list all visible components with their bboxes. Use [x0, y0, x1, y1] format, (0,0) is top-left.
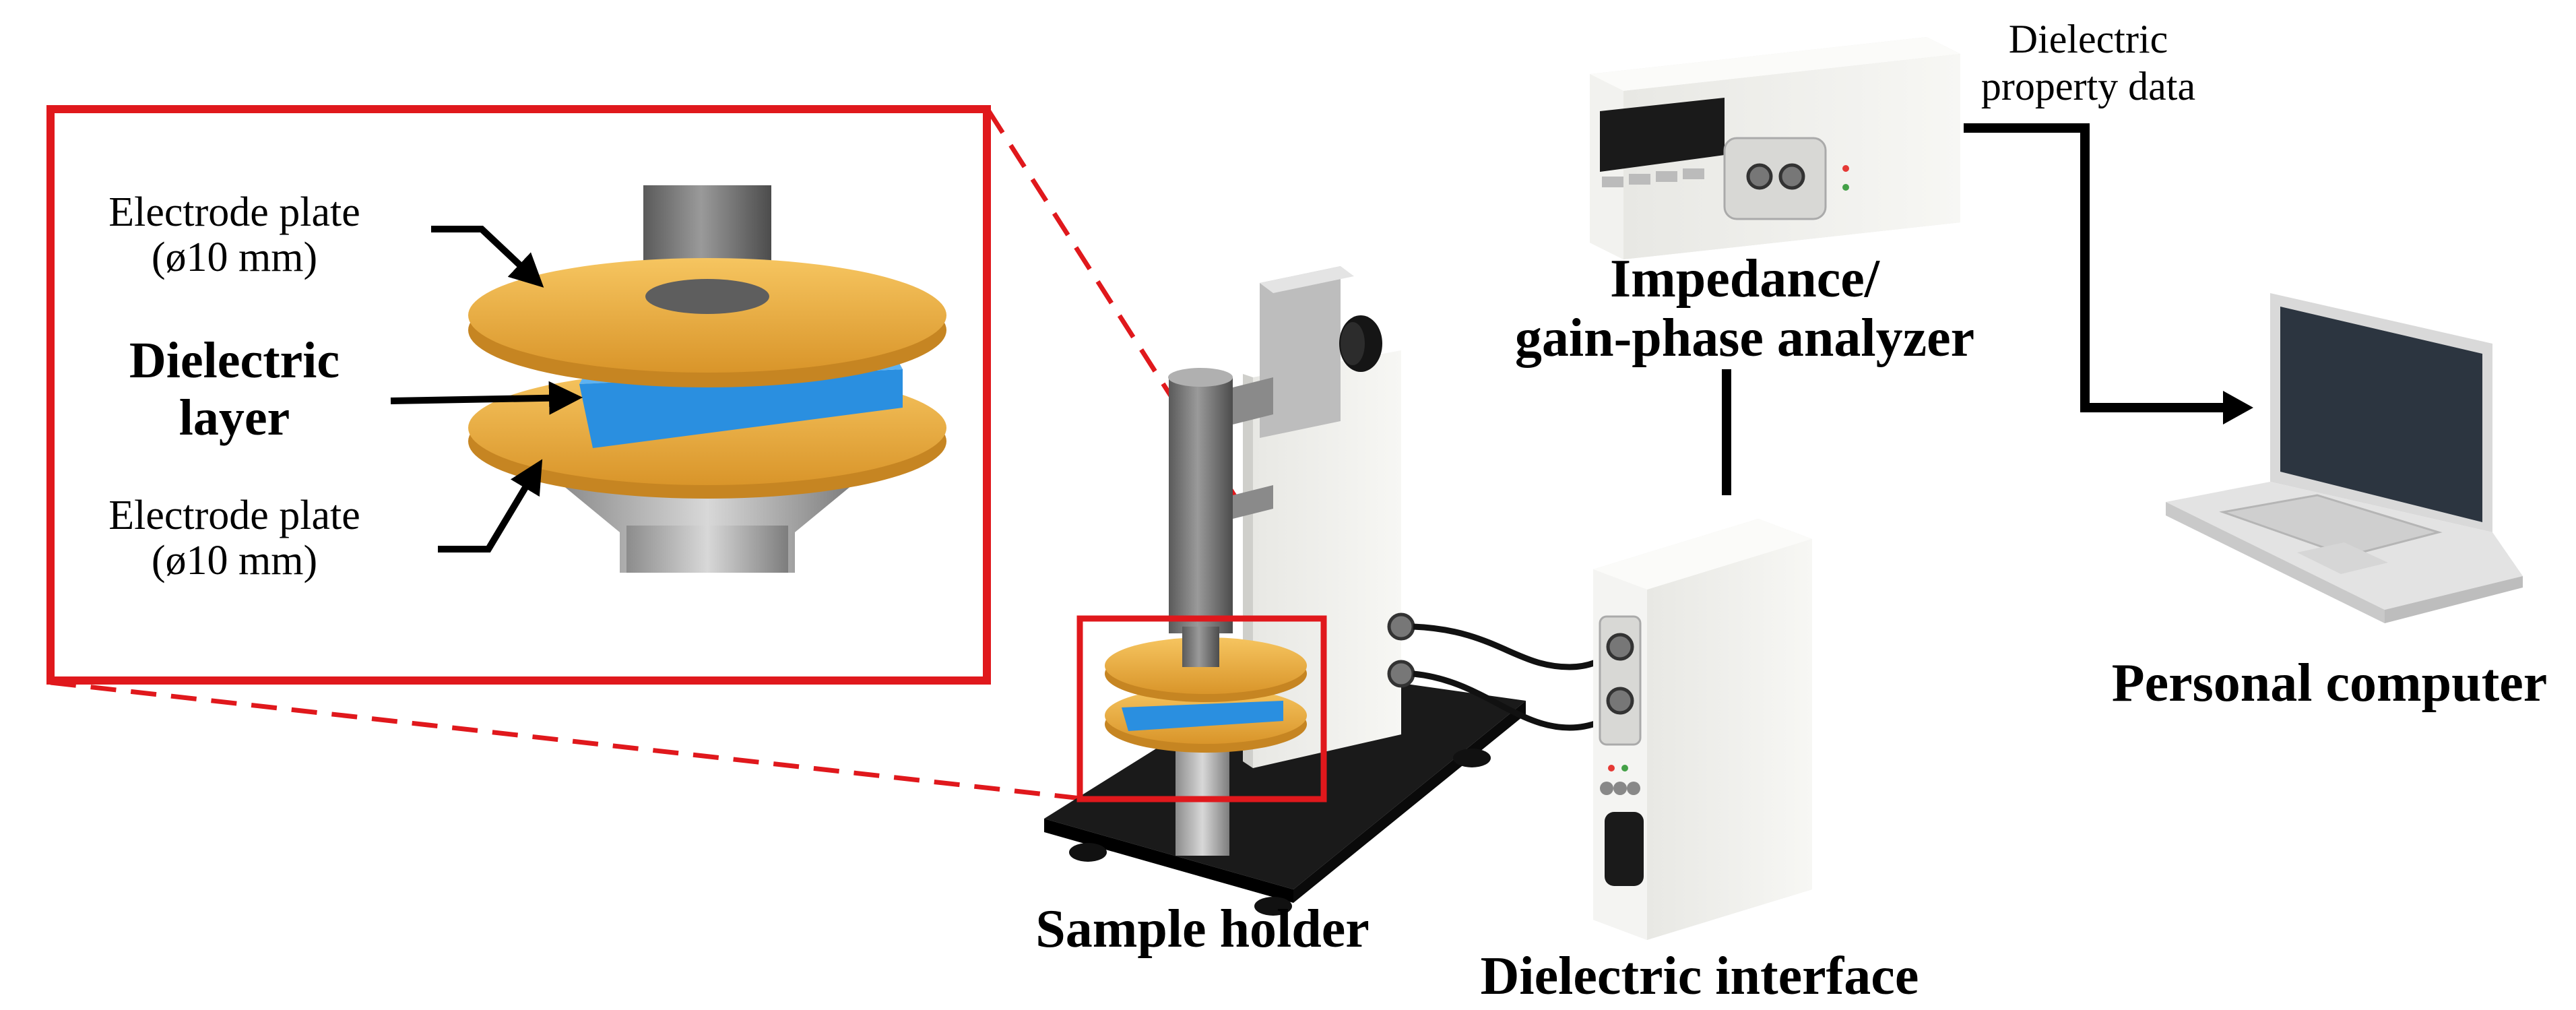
sample-holder-base [1044, 667, 1526, 889]
impedance-analyzer-illustration [1590, 37, 1960, 259]
zoom-connector-top [987, 110, 1322, 631]
electrode-top-label-line1: Electrode plate [108, 189, 360, 235]
electrode-bottom-label-line1: Electrode plate [108, 493, 360, 538]
electrode-top-label-line2: (ø10 mm) [152, 234, 317, 280]
data-label-line1: Dielectric [2009, 17, 2168, 61]
laptop-icon [2166, 293, 2523, 623]
sample-highlight-box [1076, 615, 1327, 802]
electrode-closeup-illustration [468, 185, 946, 573]
arrow-to-top-electrode [431, 226, 544, 288]
zoom-connector-bottom [50, 680, 1082, 801]
dielectric-layer-label-line2: layer [179, 389, 290, 446]
sample-holder-label: Sample holder [1035, 899, 1370, 959]
data-label-line2: property data [1981, 64, 2195, 108]
dielectric-interface-illustration [1593, 519, 1812, 940]
data-flow-arrowhead [2223, 391, 2253, 424]
analyzer-label-line1: Impedance/ [1610, 249, 1881, 309]
arrow-to-dielectric-layer [390, 381, 583, 415]
zoom-inset-frame [46, 105, 991, 685]
dielectric-interface-label: Dielectric interface [1481, 947, 1919, 1006]
electrode-bottom-label-line2: (ø10 mm) [152, 538, 317, 583]
dielectric-layer-label-line1: Dielectric [129, 332, 340, 389]
sample-holder-illustration [1044, 266, 1526, 916]
zoom-inset: Electrode plate (ø10 mm) Dielectric laye… [46, 105, 991, 685]
arrow-to-bottom-electrode [438, 459, 543, 553]
data-flow-arrow [1964, 123, 2223, 412]
analyzer-label-line2: gain-phase analyzer [1515, 309, 1974, 368]
personal-computer-label: Personal computer [2112, 654, 2548, 713]
